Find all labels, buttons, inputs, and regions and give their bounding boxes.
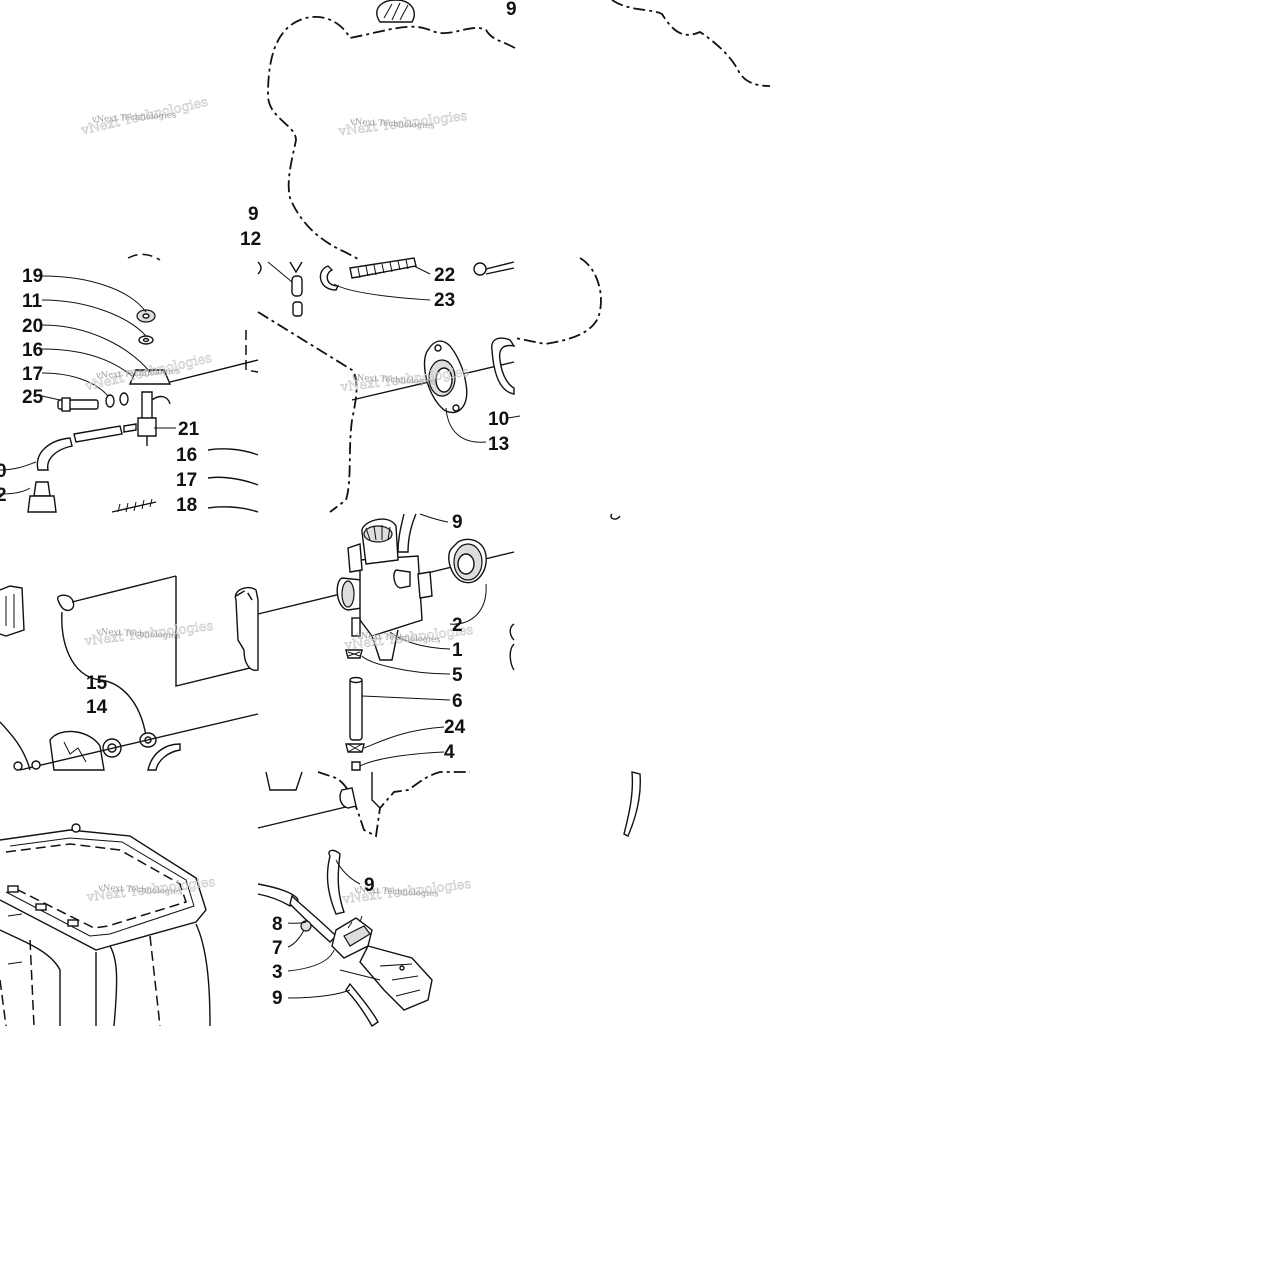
callout-23: 23: [434, 290, 455, 311]
callout-15: 15: [86, 673, 108, 694]
watermark-text: vNext Technologies: [97, 883, 183, 897]
tank-cable-area: [0, 575, 259, 771]
intake-spring-area: [207, 257, 516, 513]
airbox-housing: [0, 823, 211, 1027]
callout-leader-lines: [0, 261, 521, 999]
watermark-text: vNext Technologies: [351, 373, 437, 387]
watermark-text: vNext Technologies: [349, 117, 435, 131]
watermark-text: vNext Technologies: [95, 367, 181, 381]
callout-8: 8: [272, 914, 283, 935]
callout-9: 9: [272, 988, 283, 1009]
callout-4: 4: [444, 742, 455, 763]
callout-20: 20: [22, 316, 43, 337]
callout-22: 22: [434, 265, 455, 286]
callout-2: 2: [452, 615, 463, 636]
callout-11: 11: [22, 291, 43, 312]
callout-3: 3: [272, 962, 283, 983]
callout-9: 9: [364, 875, 375, 896]
callout-18: 18: [176, 495, 197, 516]
callout-17: 17: [22, 364, 43, 385]
callout-14: 14: [86, 697, 108, 718]
callout-13: 13: [488, 434, 509, 455]
callout-21: 21: [178, 419, 200, 440]
callout-5: 5: [452, 665, 463, 686]
watermark-text: vNext Technologies: [353, 885, 439, 899]
callout-16: 16: [22, 340, 43, 361]
carburetor: [257, 513, 621, 771]
callout-12: 12: [240, 229, 261, 250]
watermark-text: vNext Technologies: [95, 627, 181, 641]
engine-base-fuel-pump: [257, 771, 470, 1027]
callout-19: 19: [22, 266, 43, 287]
callout-17: 17: [176, 470, 197, 491]
callout-10-cropped: 0: [0, 461, 7, 482]
callout-1: 1: [452, 640, 463, 661]
fuel-line-hose: [623, 771, 642, 837]
callout-16: 16: [176, 445, 197, 466]
engine-outline-top: [267, 0, 771, 345]
callout-25: 25: [22, 387, 44, 408]
callout-10: 10: [488, 409, 509, 430]
callout-9: 9: [506, 0, 517, 20]
callout-labels: 9 9 12 19 11 20 16 17 25 21 16 17 18 0 2…: [0, 0, 517, 1009]
watermark-text: vNext Technologies: [91, 111, 177, 125]
watermarks: vNext Technologies vNext Technologies vN…: [79, 94, 474, 907]
callout-2-cropped: 2: [0, 485, 7, 506]
fuel-valve-assembly: [27, 253, 259, 513]
callout-9: 9: [452, 512, 463, 533]
callout-24: 24: [444, 717, 466, 738]
watermark-text: vNext Technologies: [355, 631, 441, 645]
callout-7: 7: [272, 938, 283, 959]
callout-6: 6: [452, 691, 463, 712]
callout-9: 9: [248, 204, 259, 225]
